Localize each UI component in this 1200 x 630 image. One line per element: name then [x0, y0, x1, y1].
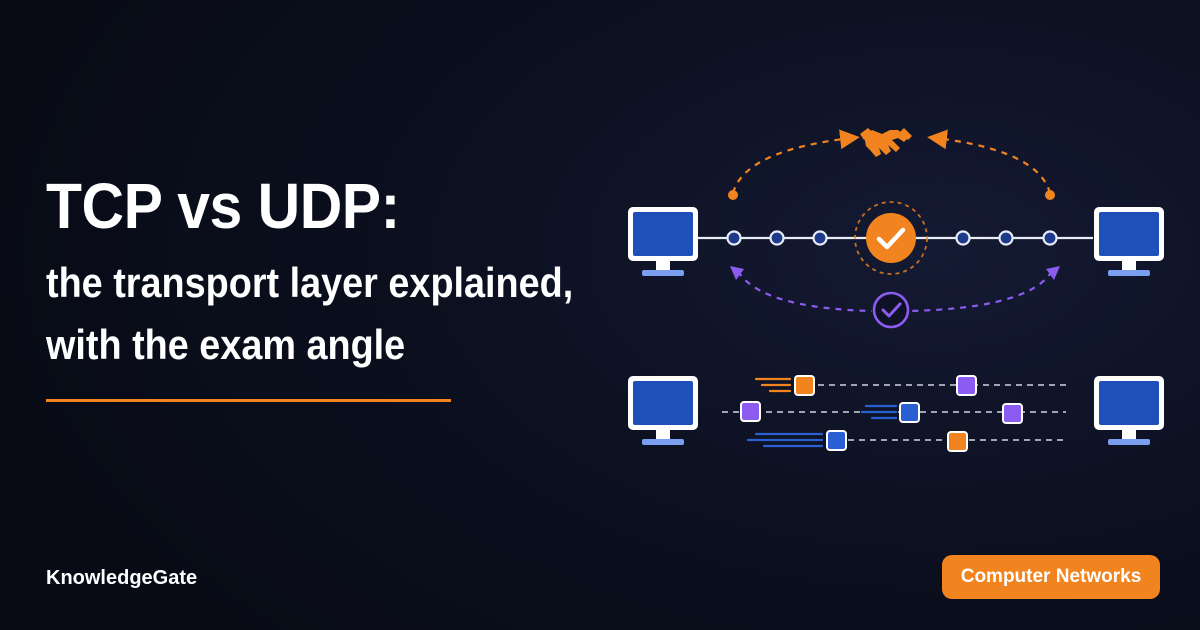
check-circle-icon — [854, 201, 928, 275]
tcp-node — [726, 230, 742, 246]
packet-blue — [899, 402, 920, 423]
handshake-arc-right — [927, 129, 1052, 194]
motion-streak — [746, 432, 824, 448]
ack-arrowhead-left — [730, 266, 744, 280]
tcp-connection — [628, 128, 1164, 329]
packet-orange — [794, 375, 815, 396]
subtitle-line-2: with the exam angle — [46, 321, 406, 368]
computer-monitor-icon — [628, 376, 698, 445]
tcp-node — [955, 230, 971, 246]
subtitle-line-1: the transport layer explained, — [46, 259, 574, 306]
tcp-node — [769, 230, 785, 246]
title-underline — [46, 399, 451, 402]
tcp-node — [812, 230, 828, 246]
motion-streak — [754, 377, 792, 393]
tcp-node — [1042, 230, 1058, 246]
ack-arc — [909, 270, 1053, 313]
packet-purple — [1002, 403, 1023, 424]
ack-arc — [737, 270, 873, 313]
udp-datagrams — [628, 375, 1164, 452]
topic-tag: Computer Networks — [942, 555, 1160, 599]
computer-monitor-icon — [628, 207, 698, 276]
handshake-icon — [860, 128, 912, 157]
tcp-node — [998, 230, 1014, 246]
headline-subtitle: the transport layer explained, with the … — [46, 252, 573, 376]
computer-monitor-icon — [1094, 207, 1164, 276]
handshake-arc-end-left — [728, 190, 738, 200]
handshake-arc-left — [731, 129, 860, 194]
packet-purple — [740, 401, 761, 422]
motion-streak — [860, 404, 898, 420]
headline-title: TCP vs UDP: — [46, 170, 400, 242]
ack-check-icon — [872, 291, 910, 329]
computer-monitor-icon — [1094, 376, 1164, 445]
packet-blue — [826, 430, 847, 451]
packet-orange — [947, 431, 968, 452]
ack-arrowhead-right — [1046, 266, 1060, 280]
handshake-arc-end-right — [1045, 190, 1055, 200]
brand-name: KnowledgeGate — [46, 567, 198, 589]
packet-purple — [956, 375, 977, 396]
